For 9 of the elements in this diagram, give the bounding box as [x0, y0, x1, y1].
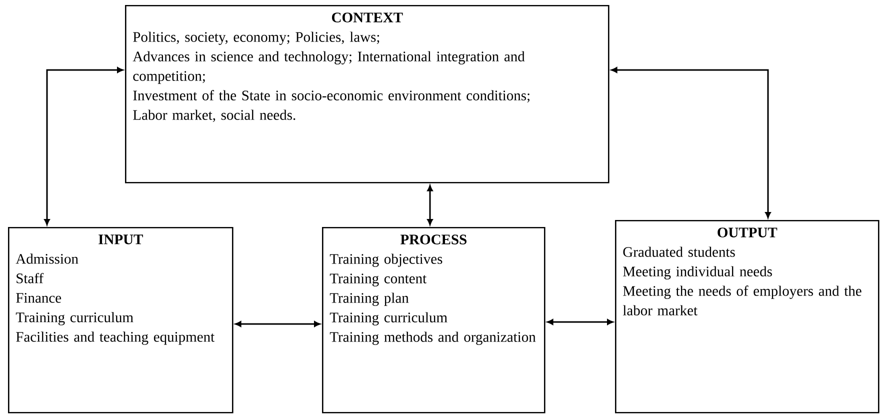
double-arrow — [547, 319, 614, 325]
text-box: CONTEXT Politics, society, economy; Policies, laws; Advances in science and technology; International integration and competition; Investment of the State in socio-economic environment conditions; Labor market, social needs. — [125, 5, 610, 184]
double-arrow — [235, 321, 320, 327]
text-box: OUTPUT Graduated students Meeting individual needs Meeting the needs of employers and the labor market — [615, 220, 880, 414]
text-box: PROCESS Training objectives Training content Training plan Training curriculum Training methods and organization — [322, 227, 546, 414]
text-box: INPUT Admission Staff Finance Training curriculum Facilities and teaching equipment — [8, 227, 234, 414]
double-arrow — [44, 67, 124, 226]
double-arrow — [611, 67, 771, 218]
double-arrow — [427, 185, 433, 226]
